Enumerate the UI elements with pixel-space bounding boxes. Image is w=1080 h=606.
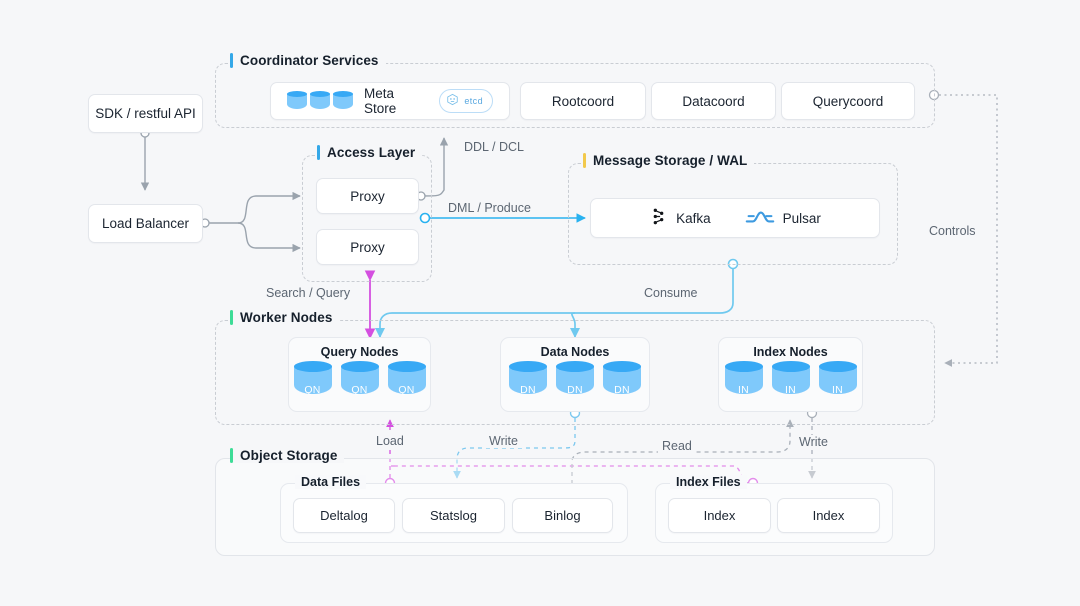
- edge-label-search-query: Search / Query: [262, 286, 355, 300]
- pulsar-item[interactable]: Pulsar: [745, 207, 821, 230]
- data-node-cylinder[interactable]: DN: [509, 361, 547, 399]
- rootcoord-box[interactable]: Rootcoord: [520, 82, 646, 120]
- proxy-box-2[interactable]: Proxy: [316, 229, 419, 265]
- data-files-title: Data Files: [295, 475, 367, 489]
- data-nodes-list: DN DN DN: [501, 361, 649, 399]
- index-nodes-title: Index Nodes: [753, 345, 828, 359]
- index-node-cylinder[interactable]: IN: [771, 361, 810, 399]
- edge-sdk-to-load-balancer: [140, 128, 150, 191]
- index-nodes-group[interactable]: Index Nodes IN IN IN: [718, 337, 863, 412]
- proxy-box-1[interactable]: Proxy: [316, 178, 419, 214]
- kafka-label: Kafka: [676, 210, 711, 226]
- data-nodes-title: Data Nodes: [540, 345, 610, 359]
- index-file-label-1: Index: [703, 508, 736, 523]
- query-node-cylinder[interactable]: QN: [340, 361, 379, 399]
- edge-label-write-index: Write: [795, 435, 832, 449]
- proxy-label-1: Proxy: [350, 188, 385, 204]
- kafka-item[interactable]: Kafka: [649, 207, 711, 229]
- sdk-restful-api-label: SDK / restful API: [95, 106, 196, 121]
- edge-load-balancer-to-proxies: [200, 191, 301, 253]
- statslog-box[interactable]: Statslog: [402, 498, 505, 533]
- pulsar-icon: [745, 207, 775, 230]
- edge-label-load: Load: [372, 434, 408, 448]
- message-storage-title: Message Storage / WAL: [583, 153, 755, 168]
- datacoord-box[interactable]: Datacoord: [651, 82, 776, 120]
- rootcoord-label: Rootcoord: [551, 93, 615, 109]
- message-storage-accent-bar: [583, 153, 586, 168]
- querycoord-box[interactable]: Querycoord: [781, 82, 915, 120]
- load-balancer-label: Load Balancer: [101, 216, 190, 231]
- querycoord-label: Querycoord: [812, 93, 884, 109]
- query-nodes-title: Query Nodes: [320, 345, 399, 359]
- worker-nodes-section: Worker Nodes: [215, 310, 935, 425]
- datacoord-label: Datacoord: [682, 93, 745, 109]
- index-node-cylinder[interactable]: IN: [724, 361, 763, 399]
- message-storage-section: Message Storage / WAL: [568, 153, 898, 265]
- etcd-icon: [446, 93, 459, 109]
- data-node-cylinder[interactable]: DN: [556, 361, 594, 399]
- meta-store-box[interactable]: Meta Store etcd: [270, 82, 510, 120]
- index-nodes-list: IN IN IN: [719, 361, 862, 399]
- data-node-cylinder[interactable]: DN: [603, 361, 641, 399]
- worker-nodes-title: Worker Nodes: [230, 310, 340, 325]
- query-node-cylinder[interactable]: QN: [293, 361, 332, 399]
- coordinator-services-section: Coordinator Services: [215, 53, 935, 128]
- meta-store-label: Meta Store: [364, 86, 397, 116]
- edge-label-read: Read: [658, 439, 696, 453]
- database-icon: [287, 91, 353, 111]
- worker-nodes-accent-bar: [230, 310, 233, 325]
- message-brokers-box[interactable]: Kafka Pulsar: [590, 198, 880, 238]
- deltalog-label: Deltalog: [320, 508, 368, 523]
- data-nodes-group[interactable]: Data Nodes DN DN DN: [500, 337, 650, 412]
- binlog-box[interactable]: Binlog: [512, 498, 613, 533]
- edge-label-controls: Controls: [929, 224, 976, 238]
- coordinator-accent-bar: [230, 53, 233, 68]
- statslog-label: Statslog: [430, 508, 477, 523]
- etcd-label: etcd: [464, 96, 483, 106]
- object-storage-title: Object Storage: [230, 448, 345, 463]
- access-layer-title: Access Layer: [317, 145, 423, 160]
- object-storage-accent-bar: [230, 448, 233, 463]
- load-balancer-box[interactable]: Load Balancer: [88, 204, 203, 243]
- etcd-badge[interactable]: etcd: [439, 89, 493, 113]
- index-file-label-2: Index: [812, 508, 845, 523]
- edge-label-write-data: Write: [485, 434, 522, 448]
- edge-label-consume: Consume: [640, 286, 702, 300]
- access-layer-accent-bar: [317, 145, 320, 160]
- edge-label-ddl-dcl: DDL / DCL: [460, 140, 528, 154]
- access-layer-section: Access Layer: [302, 145, 432, 282]
- query-nodes-list: QN QN QN: [289, 361, 430, 399]
- edge-label-dml-produce: DML / Produce: [444, 201, 535, 215]
- sdk-restful-api-box[interactable]: SDK / restful API: [88, 94, 203, 133]
- query-nodes-group[interactable]: Query Nodes QN QN QN: [288, 337, 431, 412]
- index-node-cylinder[interactable]: IN: [818, 361, 857, 399]
- proxy-label-2: Proxy: [350, 239, 385, 255]
- pulsar-label: Pulsar: [782, 210, 821, 226]
- coordinator-services-title: Coordinator Services: [230, 53, 386, 68]
- query-node-cylinder[interactable]: QN: [387, 361, 426, 399]
- kafka-icon: [649, 207, 668, 229]
- index-file-box-2[interactable]: Index: [777, 498, 880, 533]
- deltalog-box[interactable]: Deltalog: [293, 498, 395, 533]
- binlog-label: Binlog: [544, 508, 581, 523]
- index-file-box-1[interactable]: Index: [668, 498, 771, 533]
- index-files-title: Index Files: [670, 475, 747, 489]
